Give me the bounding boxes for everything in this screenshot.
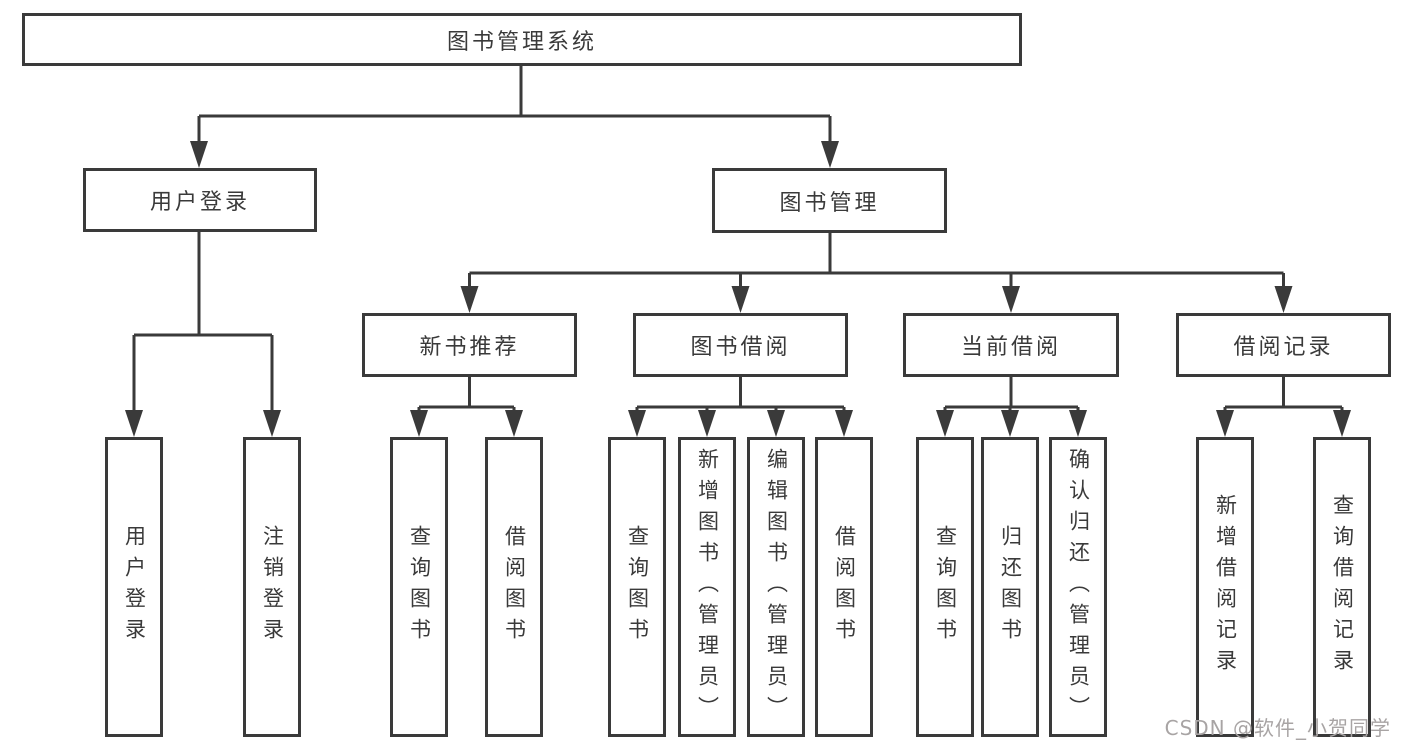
leaf-add-book-admin: 新增图书（管理员） (678, 437, 736, 737)
leaf-query-borrow-record: 查询借阅记录 (1313, 437, 1371, 737)
node-book-borrowing: 图书借阅 (633, 313, 848, 377)
leaf-logout: 注销登录 (243, 437, 301, 737)
leaf-user-login: 用户登录 (105, 437, 163, 737)
leaf-return-book: 归还图书 (981, 437, 1039, 737)
leaf-add-borrow-record: 新增借阅记录 (1196, 437, 1254, 737)
node-new-book-recommendation: 新书推荐 (362, 313, 577, 377)
node-book-management: 图书管理 (712, 168, 947, 233)
leaf-query-books-borrow: 查询图书 (608, 437, 666, 737)
node-user-login: 用户登录 (83, 168, 317, 232)
node-borrowing-records: 借阅记录 (1176, 313, 1391, 377)
leaf-query-books-recommend: 查询图书 (390, 437, 448, 737)
leaf-query-books-current: 查询图书 (916, 437, 974, 737)
leaf-borrow-books-recommend: 借阅图书 (485, 437, 543, 737)
leaf-confirm-return-admin: 确认归还（管理员） (1049, 437, 1107, 737)
node-root: 图书管理系统 (22, 13, 1022, 66)
watermark: CSDN @软件_小贺同学 (1164, 716, 1391, 740)
leaf-borrow-books: 借阅图书 (815, 437, 873, 737)
node-current-borrowing: 当前借阅 (903, 313, 1119, 377)
leaf-edit-book-admin: 编辑图书（管理员） (747, 437, 805, 737)
